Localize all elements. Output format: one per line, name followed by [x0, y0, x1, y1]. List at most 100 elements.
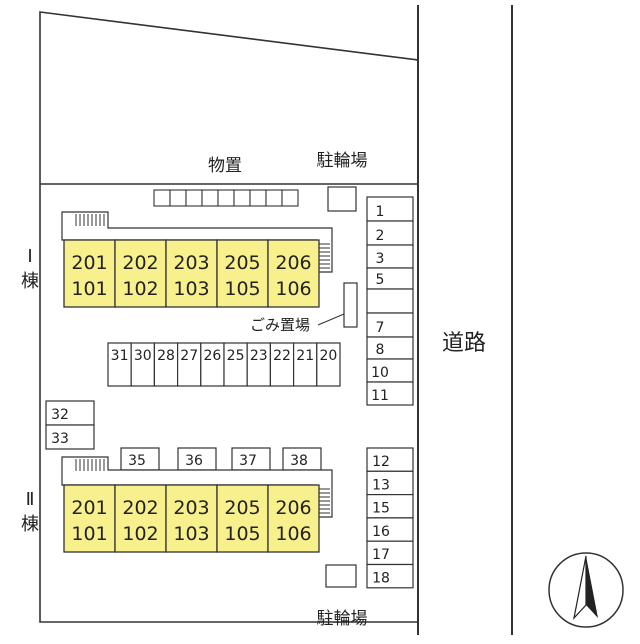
parking-space — [366, 381, 414, 406]
parking-number: 18 — [372, 571, 390, 587]
unit-upper-number: 201 — [71, 252, 107, 274]
north-arrow-icon — [548, 552, 624, 628]
apartment-unit — [267, 239, 320, 308]
parking-right-bottom: 12 13 15 16 17 18 — [366, 447, 414, 589]
garbage-area — [343, 282, 358, 328]
unit-upper-number: 206 — [275, 497, 311, 519]
parking-number: 27 — [180, 348, 198, 364]
parking-number: 8 — [376, 342, 385, 358]
storage-label: 物置 — [208, 156, 242, 176]
building2-stair-front — [75, 459, 105, 471]
parking-number: 13 — [372, 477, 390, 493]
garbage-label: ごみ置場 — [250, 316, 310, 334]
parking-number: 35 — [128, 453, 146, 469]
parking-space — [45, 400, 95, 426]
apartment-unit — [114, 239, 167, 308]
storage-shed — [249, 189, 267, 207]
unit-lower-number: 106 — [275, 278, 311, 300]
unit-upper-number: 201 — [71, 497, 107, 519]
unit-lower-number: 103 — [173, 278, 209, 300]
unit-lower-number: 106 — [275, 523, 311, 545]
storage-shed — [153, 189, 171, 207]
parking-number: 30 — [134, 348, 152, 364]
building2-roman: Ⅱ — [26, 489, 35, 510]
unit-lower-number: 102 — [122, 278, 158, 300]
parking-space — [366, 267, 414, 290]
parking-number: 33 — [51, 431, 69, 447]
parking-number: 22 — [273, 348, 291, 364]
apartment-unit — [63, 239, 116, 308]
parking-number: 2 — [376, 228, 385, 244]
parking-number: 12 — [372, 454, 390, 470]
unit-upper-number: 202 — [122, 497, 158, 519]
parking-number: 26 — [203, 348, 221, 364]
unit-upper-number: 205 — [224, 497, 260, 519]
road-label: 道路 — [442, 331, 486, 356]
unit-upper-number: 202 — [122, 252, 158, 274]
bike-parking-bottom-label: 駐輪場 — [317, 609, 368, 629]
bike-parking-top — [327, 186, 357, 212]
building1-stair-front — [75, 214, 105, 226]
parking-number: 16 — [372, 524, 390, 540]
parking-number: 31 — [111, 348, 129, 364]
unit-lower-number: 101 — [71, 278, 107, 300]
parking-number: 21 — [296, 348, 314, 364]
unit-upper-number: 203 — [173, 497, 209, 519]
building2-stair-side — [318, 488, 330, 518]
unit-lower-number: 105 — [224, 523, 260, 545]
building2-suffix: 棟 — [21, 514, 39, 535]
storage-shed — [185, 189, 203, 207]
building1-roman: Ⅰ — [27, 246, 32, 267]
parking-number: 38 — [290, 453, 308, 469]
parking-number: 10 — [371, 365, 389, 381]
storage-shed — [265, 189, 283, 207]
apartment-unit — [63, 484, 116, 553]
storage-shed — [217, 189, 235, 207]
parking-number: 36 — [185, 453, 203, 469]
bike-parking-top-label: 駐輪場 — [317, 151, 368, 171]
building1-stair-side — [318, 243, 330, 273]
storage-sheds — [153, 189, 299, 207]
parking-number: 7 — [376, 320, 385, 336]
building2-units: 201 101 202 102 203 103 205 105 206 106 — [63, 484, 320, 553]
parking-space — [366, 336, 414, 360]
garbage-leader — [317, 313, 345, 326]
parking-number: 37 — [239, 453, 257, 469]
parking-space — [366, 244, 414, 269]
apartment-unit — [267, 484, 320, 553]
unit-lower-number: 105 — [224, 278, 260, 300]
unit-lower-number: 103 — [173, 523, 209, 545]
apartment-unit — [216, 484, 269, 553]
parking-above-building2: 35 36 37 38 — [120, 447, 322, 471]
parking-space — [45, 424, 95, 450]
parking-space — [316, 342, 341, 387]
apartment-unit — [165, 239, 218, 308]
storage-shed — [233, 189, 251, 207]
unit-lower-number: 102 — [122, 523, 158, 545]
apartment-unit — [114, 484, 167, 553]
bike-parking-bottom — [325, 564, 357, 588]
parking-space — [366, 288, 414, 314]
unit-upper-number: 206 — [275, 252, 311, 274]
parking-space — [366, 196, 414, 222]
parking-number: 25 — [227, 348, 245, 364]
storage-shed — [281, 189, 299, 207]
parking-space — [366, 563, 414, 589]
parking-number: 1 — [376, 204, 385, 220]
parking-number: 17 — [372, 547, 390, 563]
unit-upper-number: 203 — [173, 252, 209, 274]
apartment-unit — [216, 239, 269, 308]
building1-suffix: 棟 — [21, 271, 39, 292]
parking-number: 15 — [372, 501, 390, 517]
parking-number: 23 — [250, 348, 268, 364]
apartment-unit — [165, 484, 218, 553]
unit-lower-number: 101 — [71, 523, 107, 545]
parking-space — [366, 312, 414, 338]
parking-number: 11 — [371, 388, 389, 404]
